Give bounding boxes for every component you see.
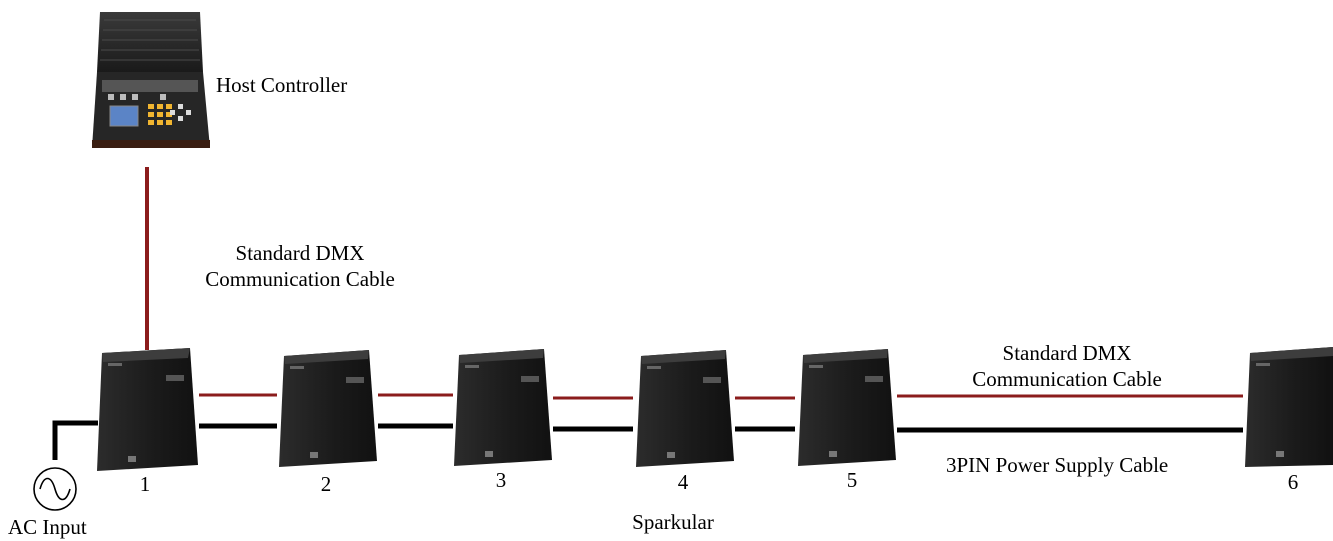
- device-number-6: 6: [1287, 470, 1299, 494]
- device-number-2: 2: [320, 472, 332, 496]
- device-6: [1245, 347, 1333, 467]
- ac-input-label: AC Input: [8, 515, 87, 539]
- dmx-cable-right-label: Standard DMX Communication Cable: [972, 340, 1162, 392]
- device-number-5: 5: [846, 468, 858, 492]
- device-4: [636, 350, 734, 467]
- dmx-cable-chain: [199, 393, 1243, 400]
- sparkular-group-label: Sparkular: [632, 510, 714, 534]
- device-number-3: 3: [495, 468, 507, 492]
- dmx-cable-right-line2: Communication Cable: [972, 367, 1162, 391]
- power-cable-chain: [52, 420, 1243, 460]
- host-controller-case-icon: [92, 12, 210, 148]
- device-5: [798, 349, 896, 466]
- device-number-4: 4: [677, 470, 689, 494]
- dmx-cable-top-line1: Standard DMX: [235, 241, 365, 265]
- device-1: [97, 348, 198, 471]
- ac-sine-wave-icon: [33, 467, 77, 511]
- power-cable-label: 3PIN Power Supply Cable: [946, 453, 1169, 477]
- dmx-cable-top-line2: Communication Cable: [205, 267, 395, 291]
- device-3: [454, 349, 552, 466]
- host-controller-label: Host Controller: [216, 73, 348, 97]
- device-number-1: 1: [139, 472, 151, 496]
- dmx-cable-right-line1: Standard DMX: [1002, 341, 1132, 365]
- device-2: [279, 350, 377, 467]
- dmx-cable-top-label: Standard DMX Communication Cable: [205, 240, 395, 292]
